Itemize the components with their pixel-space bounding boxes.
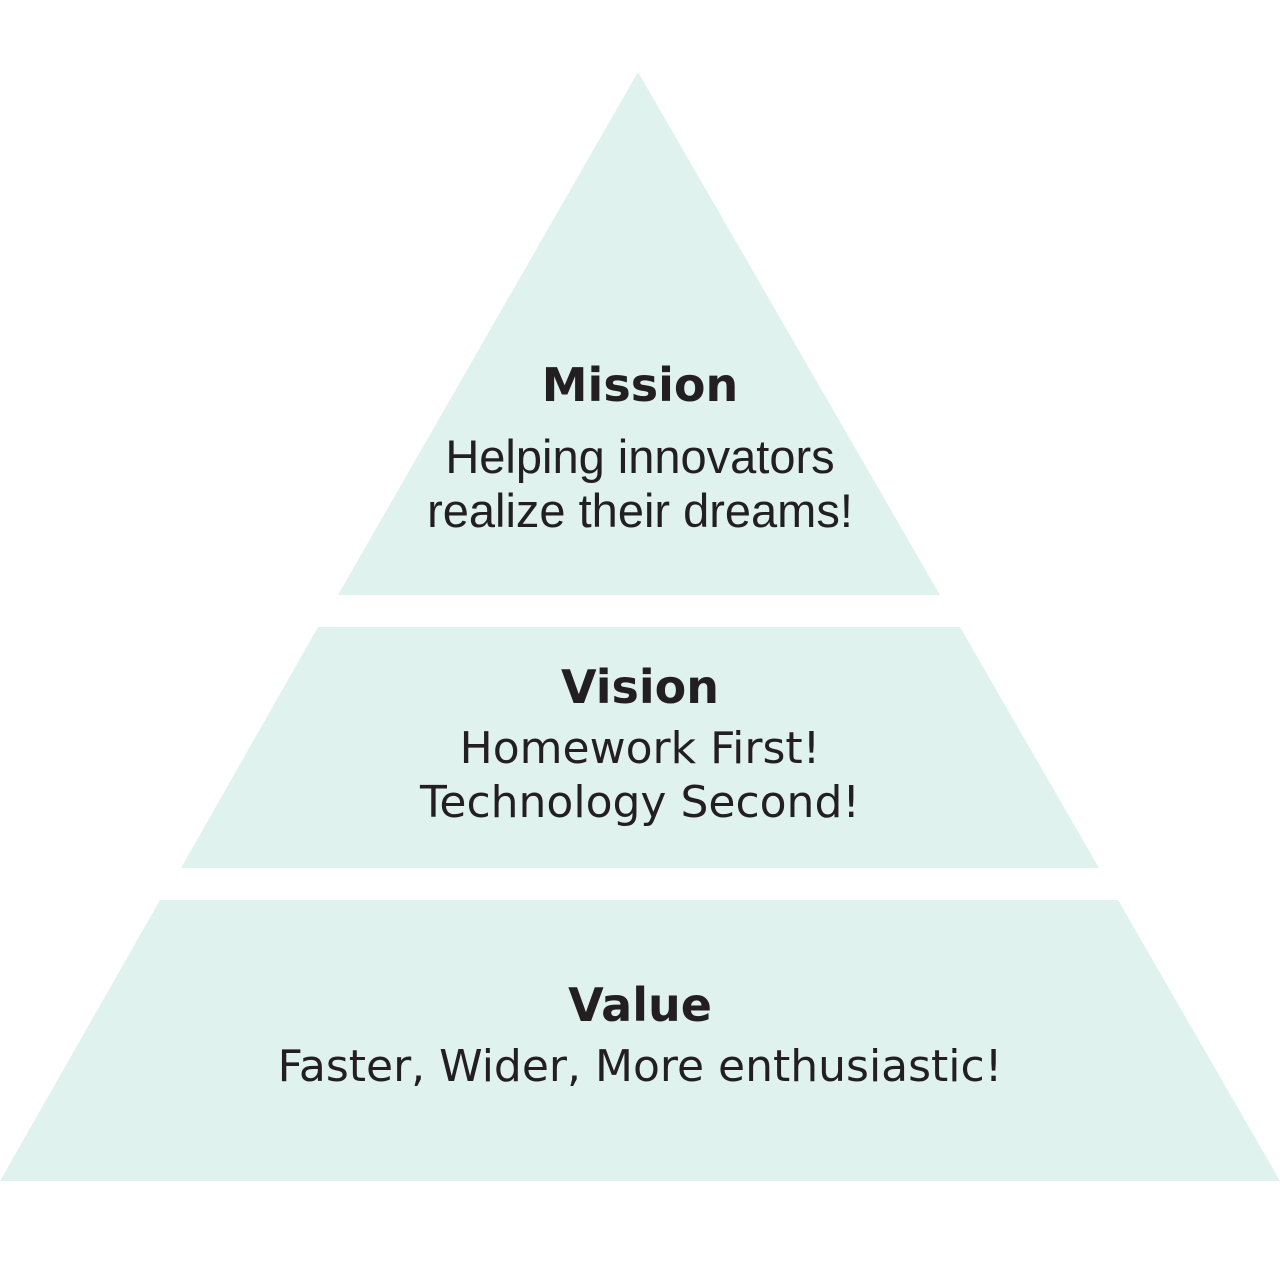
- value-text: Faster, Wider, More enthusiastic!: [277, 1041, 1003, 1092]
- mission-tier: Mission Helping innovators realize their…: [0, 362, 1280, 538]
- mission-tier-shape: [338, 72, 940, 595]
- mission-text: Helping innovators realize their dreams!: [427, 430, 853, 537]
- value-tier-shape: [0, 900, 1280, 1181]
- value-tier: Value Faster, Wider, More enthusiastic!: [0, 982, 1280, 1094]
- vision-title: Vision: [560, 660, 720, 714]
- vision-tier: Vision Homework First! Technology Second…: [0, 664, 1280, 830]
- vision-tier-shape: [181, 627, 1099, 868]
- mission-title: Mission: [541, 358, 739, 412]
- value-title: Value: [568, 978, 712, 1032]
- vision-text: Homework First! Technology Second!: [419, 723, 861, 828]
